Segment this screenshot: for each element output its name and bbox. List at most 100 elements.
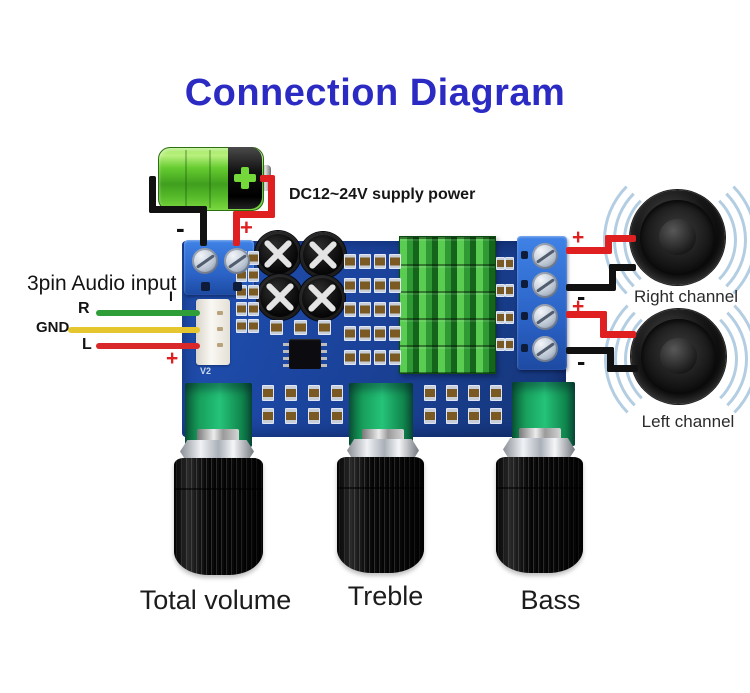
smd-component bbox=[374, 278, 386, 293]
right-speaker-wire-negative bbox=[609, 264, 636, 271]
treble-label: Treble bbox=[347, 581, 424, 611]
connector-pin bbox=[217, 327, 223, 331]
left-channel-label: Left channel bbox=[641, 412, 735, 431]
smd-component bbox=[359, 254, 371, 269]
pot-shaft-collar bbox=[197, 429, 239, 442]
smd-component bbox=[318, 320, 331, 335]
left-output-minus-label: - bbox=[577, 348, 586, 376]
smd-component bbox=[331, 408, 343, 424]
bass-label: Bass bbox=[520, 585, 581, 615]
smd-component bbox=[285, 408, 297, 424]
smd-component bbox=[496, 284, 505, 297]
capacitor bbox=[257, 274, 303, 320]
smd-component bbox=[248, 319, 259, 333]
smd-component bbox=[236, 319, 247, 333]
smd-component bbox=[389, 278, 401, 293]
left-speaker-icon bbox=[631, 309, 726, 404]
audio-input-connector[interactable] bbox=[196, 299, 230, 365]
right-speaker-wire-positive bbox=[605, 235, 636, 242]
audio-wire-ground bbox=[68, 327, 200, 333]
left-speaker-wire-negative bbox=[566, 347, 614, 354]
smd-component bbox=[262, 408, 274, 424]
connector-pin bbox=[217, 311, 223, 315]
left-output-plus-label: + bbox=[572, 295, 585, 318]
smd-component bbox=[496, 311, 505, 324]
sound-waves bbox=[604, 282, 750, 436]
terminal-screw[interactable] bbox=[532, 272, 558, 298]
board-version-silkscreen: V2 bbox=[200, 366, 212, 376]
speaker-dome bbox=[659, 218, 696, 255]
left-speaker-wire-negative bbox=[607, 365, 638, 372]
total-volume-knob[interactable] bbox=[174, 458, 263, 575]
smd-component bbox=[308, 408, 320, 424]
audio-marker-plus: + bbox=[166, 347, 179, 370]
treble-knob[interactable] bbox=[337, 457, 424, 573]
terminal-hole bbox=[233, 282, 242, 291]
power-wire-negative bbox=[200, 206, 207, 246]
smd-component bbox=[490, 408, 502, 424]
pot-shaft-collar bbox=[519, 428, 561, 441]
smd-component bbox=[496, 338, 505, 351]
bass-knob[interactable] bbox=[496, 457, 583, 573]
power-wire-positive bbox=[233, 211, 275, 218]
heatsink bbox=[399, 236, 496, 374]
battery-segment-line bbox=[208, 150, 211, 208]
audio-wire-right bbox=[96, 310, 200, 316]
pot-shaft-collar bbox=[362, 429, 404, 442]
ic-pins bbox=[283, 343, 289, 367]
right-output-plus-label: + bbox=[572, 226, 585, 249]
smd-component bbox=[344, 302, 356, 317]
smd-component bbox=[248, 268, 259, 282]
hex-nut bbox=[503, 438, 575, 461]
left-speaker-wire-positive bbox=[566, 311, 607, 318]
smd-component bbox=[359, 302, 371, 317]
terminal-hole bbox=[521, 251, 528, 259]
smd-component bbox=[389, 254, 401, 269]
audio-pin-r-label: R bbox=[78, 300, 90, 317]
smd-component bbox=[374, 326, 386, 341]
audio-input-heading: 3pin Audio input bbox=[27, 272, 177, 295]
terminal-hole bbox=[521, 312, 528, 320]
smd-component bbox=[468, 385, 480, 401]
smd-component bbox=[505, 311, 514, 324]
smd-component bbox=[308, 385, 320, 401]
smd-component bbox=[505, 257, 514, 270]
smd-component bbox=[270, 320, 283, 335]
smd-component bbox=[344, 326, 356, 341]
sound-waves bbox=[603, 163, 750, 317]
smd-component bbox=[446, 408, 458, 424]
smd-component bbox=[389, 326, 401, 341]
smd-component bbox=[236, 302, 247, 316]
terminal-hole bbox=[201, 282, 210, 291]
smd-component bbox=[389, 350, 401, 365]
speaker-dome bbox=[660, 337, 697, 374]
terminal-screw[interactable] bbox=[532, 243, 558, 269]
smd-component bbox=[505, 284, 514, 297]
terminal-hole bbox=[521, 344, 528, 352]
battery-segment-line bbox=[185, 150, 187, 208]
right-channel-label: Right channel bbox=[634, 287, 738, 306]
left-speaker-wire-negative bbox=[607, 347, 614, 372]
right-speaker-wire-positive bbox=[605, 235, 612, 254]
right-speaker-wire-negative bbox=[609, 264, 616, 291]
audio-marker-top: I bbox=[169, 288, 173, 304]
power-wire-negative bbox=[149, 206, 207, 213]
terminal-screw[interactable] bbox=[532, 336, 558, 362]
smd-component bbox=[248, 285, 259, 299]
audio-pin-l-label: L bbox=[82, 336, 92, 353]
terminal-screw[interactable] bbox=[192, 248, 218, 274]
power-minus-label: - bbox=[176, 213, 185, 243]
terminal-screw[interactable] bbox=[532, 304, 558, 330]
smd-component bbox=[496, 257, 505, 270]
smd-component bbox=[424, 385, 436, 401]
ic-pins bbox=[321, 343, 327, 367]
total-volume-label: Total volume bbox=[139, 585, 292, 615]
terminal-hole bbox=[521, 280, 528, 288]
smd-component bbox=[490, 385, 502, 401]
smd-component bbox=[248, 302, 259, 316]
smd-component bbox=[359, 350, 371, 365]
smd-component bbox=[359, 326, 371, 341]
power-wire-positive bbox=[260, 175, 274, 182]
terminal-screw[interactable] bbox=[224, 248, 250, 274]
smd-component bbox=[424, 408, 436, 424]
